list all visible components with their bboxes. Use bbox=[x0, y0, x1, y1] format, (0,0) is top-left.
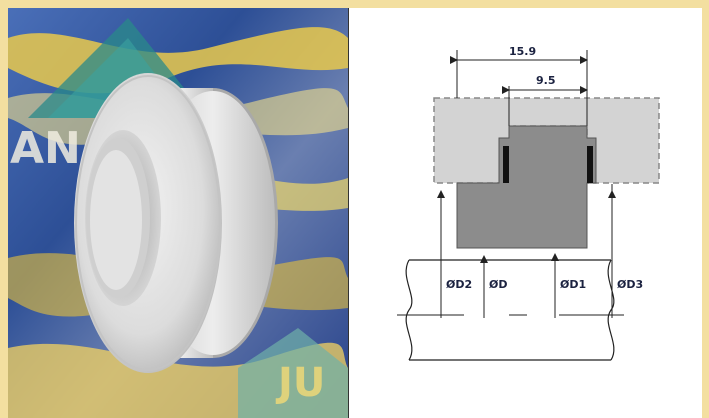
dimension-lines bbox=[450, 50, 588, 126]
technical-drawing: 15.9 9.5 ØD2 ØD ØD1 ØD3 bbox=[348, 8, 702, 418]
label-od1: ØD1 bbox=[560, 278, 586, 291]
label-od: ØD bbox=[489, 278, 507, 291]
shaft bbox=[397, 259, 624, 361]
diameter-arrows bbox=[437, 184, 616, 318]
seal-cross-section bbox=[456, 125, 597, 249]
backdrop-letters-left: AN bbox=[10, 123, 81, 174]
seal-ring-icon bbox=[74, 73, 278, 373]
backdrop-letters-bottom: JU bbox=[275, 360, 325, 406]
installation-drawing: 15.9 9.5 ØD2 ØD ØD1 ØD3 bbox=[397, 45, 660, 361]
dimension-outer-width: 15.9 bbox=[509, 45, 536, 58]
label-od2: ØD2 bbox=[446, 278, 472, 291]
label-od3: ØD3 bbox=[617, 278, 643, 291]
seal-photo-illustration: AN JU bbox=[8, 8, 348, 418]
dimension-inner-width: 9.5 bbox=[536, 74, 556, 87]
seal-photo: AN JU bbox=[8, 8, 348, 418]
